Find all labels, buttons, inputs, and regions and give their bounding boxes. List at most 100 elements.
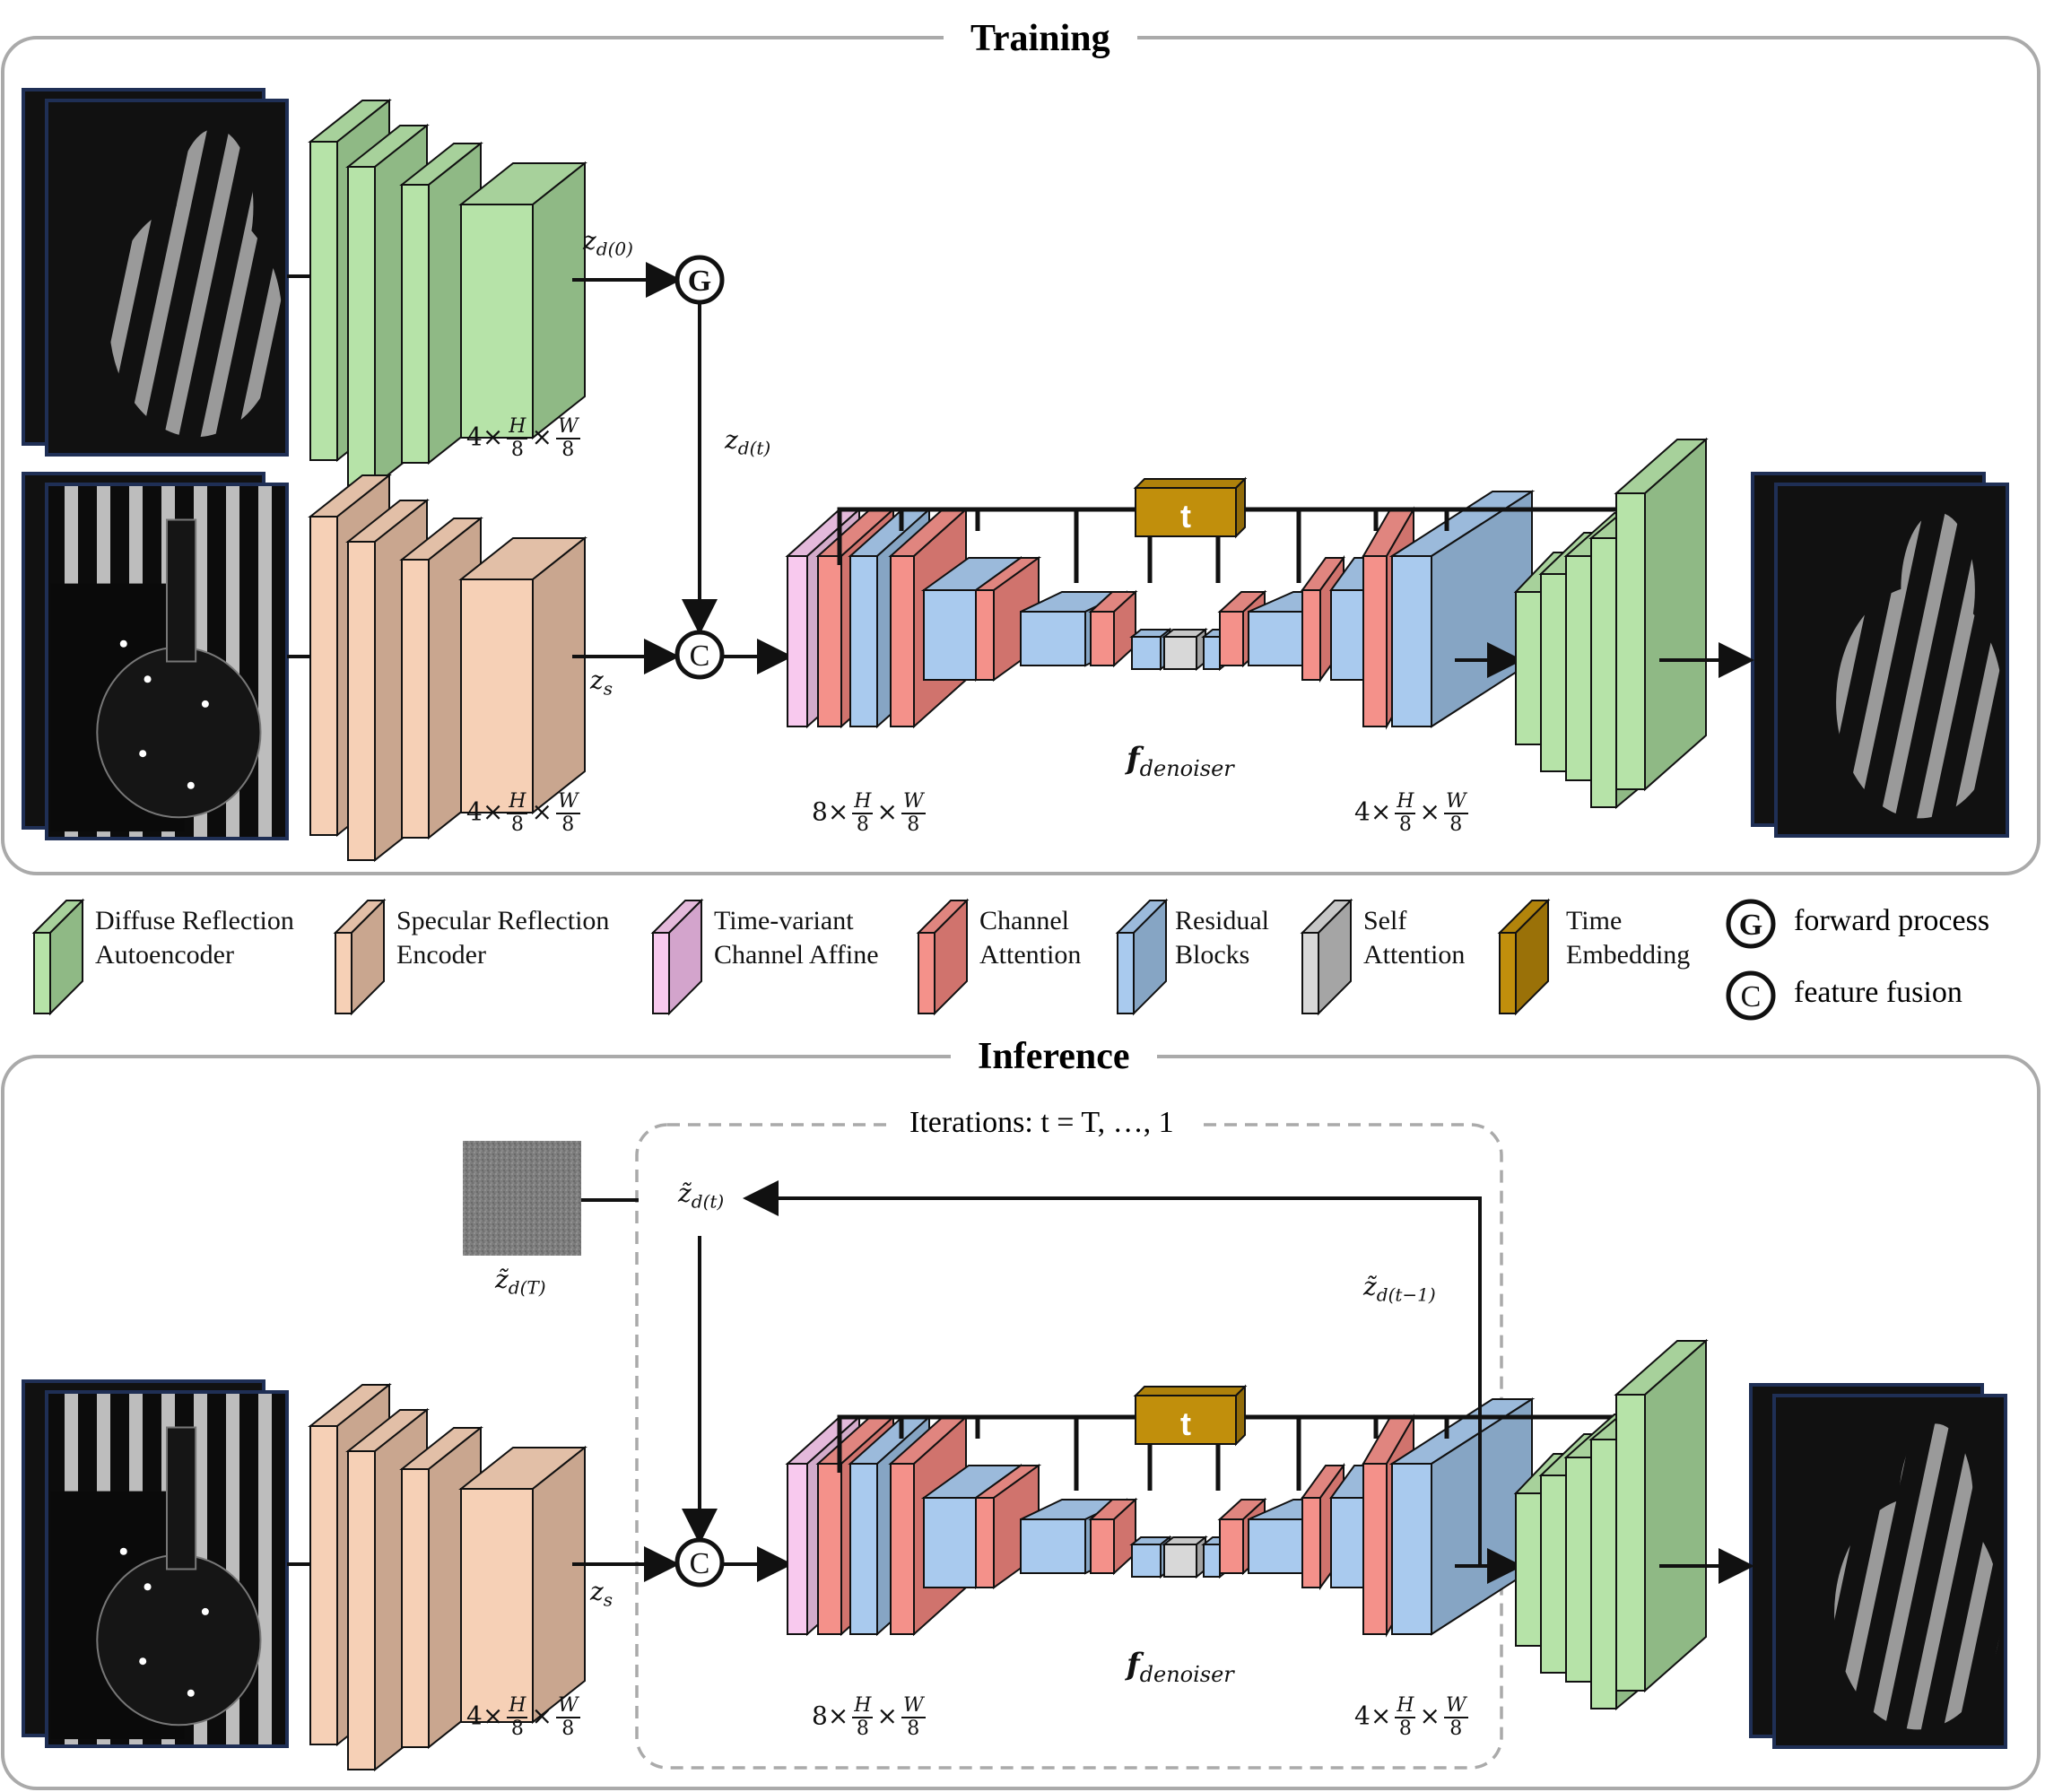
infer-unet-block-16-front <box>1391 1463 1432 1635</box>
infer-unet-block-11-front <box>1219 1518 1244 1574</box>
legend-swatch-0 <box>31 898 85 1016</box>
infer-unet-block-15-front <box>1362 1463 1388 1635</box>
infer-specular-encoder-slab-0-front <box>309 1425 338 1745</box>
infer-unet-block-12-front <box>1248 1518 1303 1574</box>
legend-symbol-label-1: feature fusion <box>1794 976 1962 1009</box>
legend-symbol-C-letter: C <box>1741 980 1762 1013</box>
train-unet-block-9-front <box>1163 636 1197 670</box>
label-zt-dt-minus1: z̃d(t−1) <box>1363 1272 1436 1306</box>
train-unet-block-7-front <box>1090 611 1115 666</box>
infer-noise-image <box>463 1141 581 1256</box>
infer-diffuse-decoder-slab-1-front <box>1540 1474 1567 1674</box>
infer-unet-block-9 <box>1162 1535 1208 1579</box>
train-unet-block-6-front <box>1020 611 1086 666</box>
train-unet-block-9 <box>1162 627 1208 672</box>
train-unet-block-10-front <box>1203 636 1221 670</box>
infer-time-token: t <box>1180 1405 1191 1442</box>
train-input-specular-photo-vase-body <box>96 646 262 819</box>
legend-swatch-1-front <box>335 932 352 1014</box>
legend-swatch-2-front <box>652 932 670 1014</box>
infer-input-specular-photo <box>22 1379 289 1748</box>
infer-diffuse-decoder-slab-main <box>1614 1338 1709 1693</box>
train-diffuse-decoder-slab-main <box>1614 437 1709 792</box>
iterations-frame <box>635 1123 1503 1770</box>
infer-input-specular-photo-glint-4 <box>139 1657 147 1666</box>
train-specular-encoder-slab-1-front <box>347 541 376 861</box>
train-unet-block-13-front <box>1301 589 1321 681</box>
train-unet-block-7 <box>1088 589 1138 668</box>
legend-swatch-5 <box>1300 898 1353 1016</box>
infer-unet-block-4-front <box>923 1497 977 1588</box>
infer-unet-block-9-front <box>1163 1544 1197 1578</box>
infer-unet-block-13-front <box>1301 1497 1321 1588</box>
train-G-circle-letter: G <box>688 265 711 298</box>
infer-diffuse-decoder-slab-2-front <box>1565 1457 1592 1683</box>
label-zt-dT: z̃d(T) <box>495 1265 546 1299</box>
train-specular-encoder-slab-3-front <box>460 578 534 813</box>
train-diffuse-decoder-slab-3-front <box>1590 537 1617 808</box>
train-specular-encoder-slab-2-front <box>401 559 430 839</box>
train-output-photo <box>1751 472 2009 838</box>
legend-swatch-5-front <box>1301 932 1319 1014</box>
infer-unet-block-10-front <box>1203 1544 1221 1578</box>
infer-input-specular-photo-glint-0 <box>119 1547 127 1555</box>
train-unet-block-12-front <box>1248 611 1303 666</box>
legend-symbol-label-0: forward process <box>1794 904 1990 937</box>
train-specular-encoder-slab-0-front <box>309 516 338 836</box>
f-denoiser-train: fdenoiser <box>1127 741 1234 781</box>
train-diffuse-decoder-slab-0-front <box>1515 591 1542 745</box>
train-unet-block-5-front <box>975 589 995 681</box>
train-time-embedding-side <box>1235 476 1246 539</box>
train-input-diffuse-photo <box>22 88 289 457</box>
legend-symbol-G <box>1726 899 1776 949</box>
infer-unet-block-0-front <box>787 1463 808 1635</box>
label-z-d0: zd(0) <box>583 226 633 260</box>
train-specular-encoder-slab-3-side <box>532 535 586 815</box>
train-C-circle <box>674 630 725 680</box>
train-unet-block-8-front <box>1131 636 1162 670</box>
infer-time-embedding-top <box>1133 1386 1248 1396</box>
legend-symbol-C <box>1726 970 1776 1021</box>
train-unet-block-16-front <box>1391 555 1432 727</box>
train-diffuse-autoencoder-slab-3-front <box>460 204 534 439</box>
train-diffuse-autoencoder-slab-2 <box>399 141 483 465</box>
infer-output-photo <box>1749 1383 2007 1749</box>
legend-swatch-4 <box>1115 898 1169 1016</box>
training-frame <box>1 36 2041 875</box>
training-title: Training <box>944 16 1137 61</box>
infer-input-specular-photo-vase-body <box>96 1553 262 1727</box>
infer-specular-encoder-slab-3 <box>458 1445 587 1725</box>
train-time-token: t <box>1180 498 1191 535</box>
infer-unet-block-8-front <box>1131 1544 1162 1578</box>
train-diffuse-autoencoder-slab-3 <box>458 161 587 440</box>
infer-specular-encoder-slab-3-front <box>460 1488 534 1723</box>
label-z-s-infer: zs <box>590 1577 614 1611</box>
train-input-specular-photo <box>22 472 289 840</box>
train-diffuse-decoder-slab-2-front <box>1565 555 1592 781</box>
legend-swatch-6-front <box>1499 932 1517 1014</box>
legend-swatch-4-front <box>1117 932 1135 1014</box>
infer-diffuse-decoder-slab-3-front <box>1590 1439 1617 1709</box>
train-unet-block-4-front <box>923 589 977 681</box>
train-unet-block-2-front <box>849 555 878 727</box>
infer-diffuse-decoder-slab-main-front <box>1615 1394 1646 1692</box>
train-diffuse-autoencoder-slab-0-front <box>309 141 338 461</box>
legend-symbol-G-letter: G <box>1739 909 1762 942</box>
infer-unet-block-7-front <box>1090 1518 1115 1574</box>
train-unet-block-3-front <box>890 555 915 727</box>
train-diffuse-decoder-slab-main-front <box>1615 492 1646 790</box>
train-C-circle-letter: C <box>690 639 710 673</box>
infer-unet-block-5-front <box>975 1497 995 1588</box>
train-input-specular-photo-glint-4 <box>139 750 147 758</box>
